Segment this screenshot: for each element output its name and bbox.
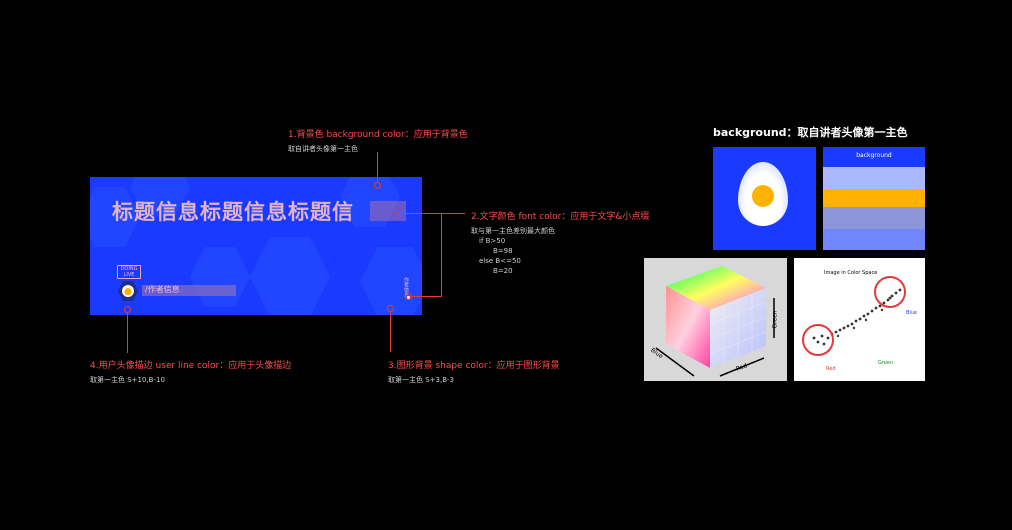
annotation-title: 2.文字颜色 font color：应用于文字&小点缀 [471,212,650,222]
annotation-user: 4.用户头像描边 user line color：应用于头像描边 取第一主色 S… [90,358,291,385]
palette-label: background [856,152,892,159]
avatar [122,285,134,297]
annotation-shape: 3.图形背景 shape color：应用于图形背景 取第一主色 S+3,B-3 [388,358,560,385]
color-palette: background [823,147,925,250]
user-marker [124,306,131,313]
connector-line [377,152,378,183]
palette-band [823,207,925,229]
banner-preview: 标题信息标题信息标题信 DOING LIVE /作者信息 作者信息 [90,177,422,315]
palette-band [823,147,925,167]
scatter-title: Image in Color Space [824,270,878,276]
annotation-line: if B>50 [479,237,506,245]
annotation-sub: 取第一主色 S+3,B-3 [388,376,454,384]
hex-shape [190,247,250,307]
scatter-label-red: Red [826,366,836,372]
scatter-plot [802,276,906,356]
annotation-line: B=20 [493,267,513,275]
rgb-cube-panel: Blue Red Green [644,258,787,381]
egg-yolk [752,185,774,207]
author-info: /作者信息 [145,285,180,294]
connector-line [410,296,442,297]
palette-band [823,229,925,250]
annotation-line: 取与第一主色差别最大颜色 [471,227,555,235]
banner-title: 标题信息标题信息标题信 [112,200,354,224]
rgb-cube [655,266,775,377]
annotation-line: else B<=50 [479,257,521,265]
author-bar [142,285,236,296]
right-title: background：取自讲者头像第一主色 [713,126,908,139]
annotation-bg: 1.背景色 background color：应用于背景色 取自讲者头像第一主色 [288,127,468,154]
annotation-line: B=98 [493,247,513,255]
palette-band [823,189,925,207]
connector-line [441,213,442,296]
cube-label-green: Green [771,310,779,329]
connector-line [390,312,391,352]
connector-line [127,313,128,353]
vertical-label: 作者信息 [403,277,409,297]
scatter-label-green: Green [878,360,894,366]
hex-shape [250,237,330,315]
annotation-font: 2.文字颜色 font color：应用于文字&小点缀 取与第一主色差别最大颜色… [471,209,649,276]
title-highlight [370,201,406,221]
annotation-title: 3.图形背景 shape color：应用于图形背景 [388,361,560,371]
scatter-label-blue: Blue [906,310,918,316]
annotation-title: 4.用户头像描边 user line color：应用于头像描边 [90,361,292,371]
shape-marker [387,305,394,312]
annotation-sub: 取自讲者头像第一主色 [288,145,358,153]
connector-line [395,213,465,214]
annotation-title: 1.背景色 background color：应用于背景色 [288,130,468,140]
annotation-sub: 取第一主色 S+10,B-10 [90,376,165,384]
font-marker [405,293,412,300]
live-badge: DOING LIVE [117,265,141,279]
scatter-panel: Image in Color Space Red Green Blue [794,258,925,381]
palette-band [823,167,925,189]
bg-marker [374,182,381,189]
